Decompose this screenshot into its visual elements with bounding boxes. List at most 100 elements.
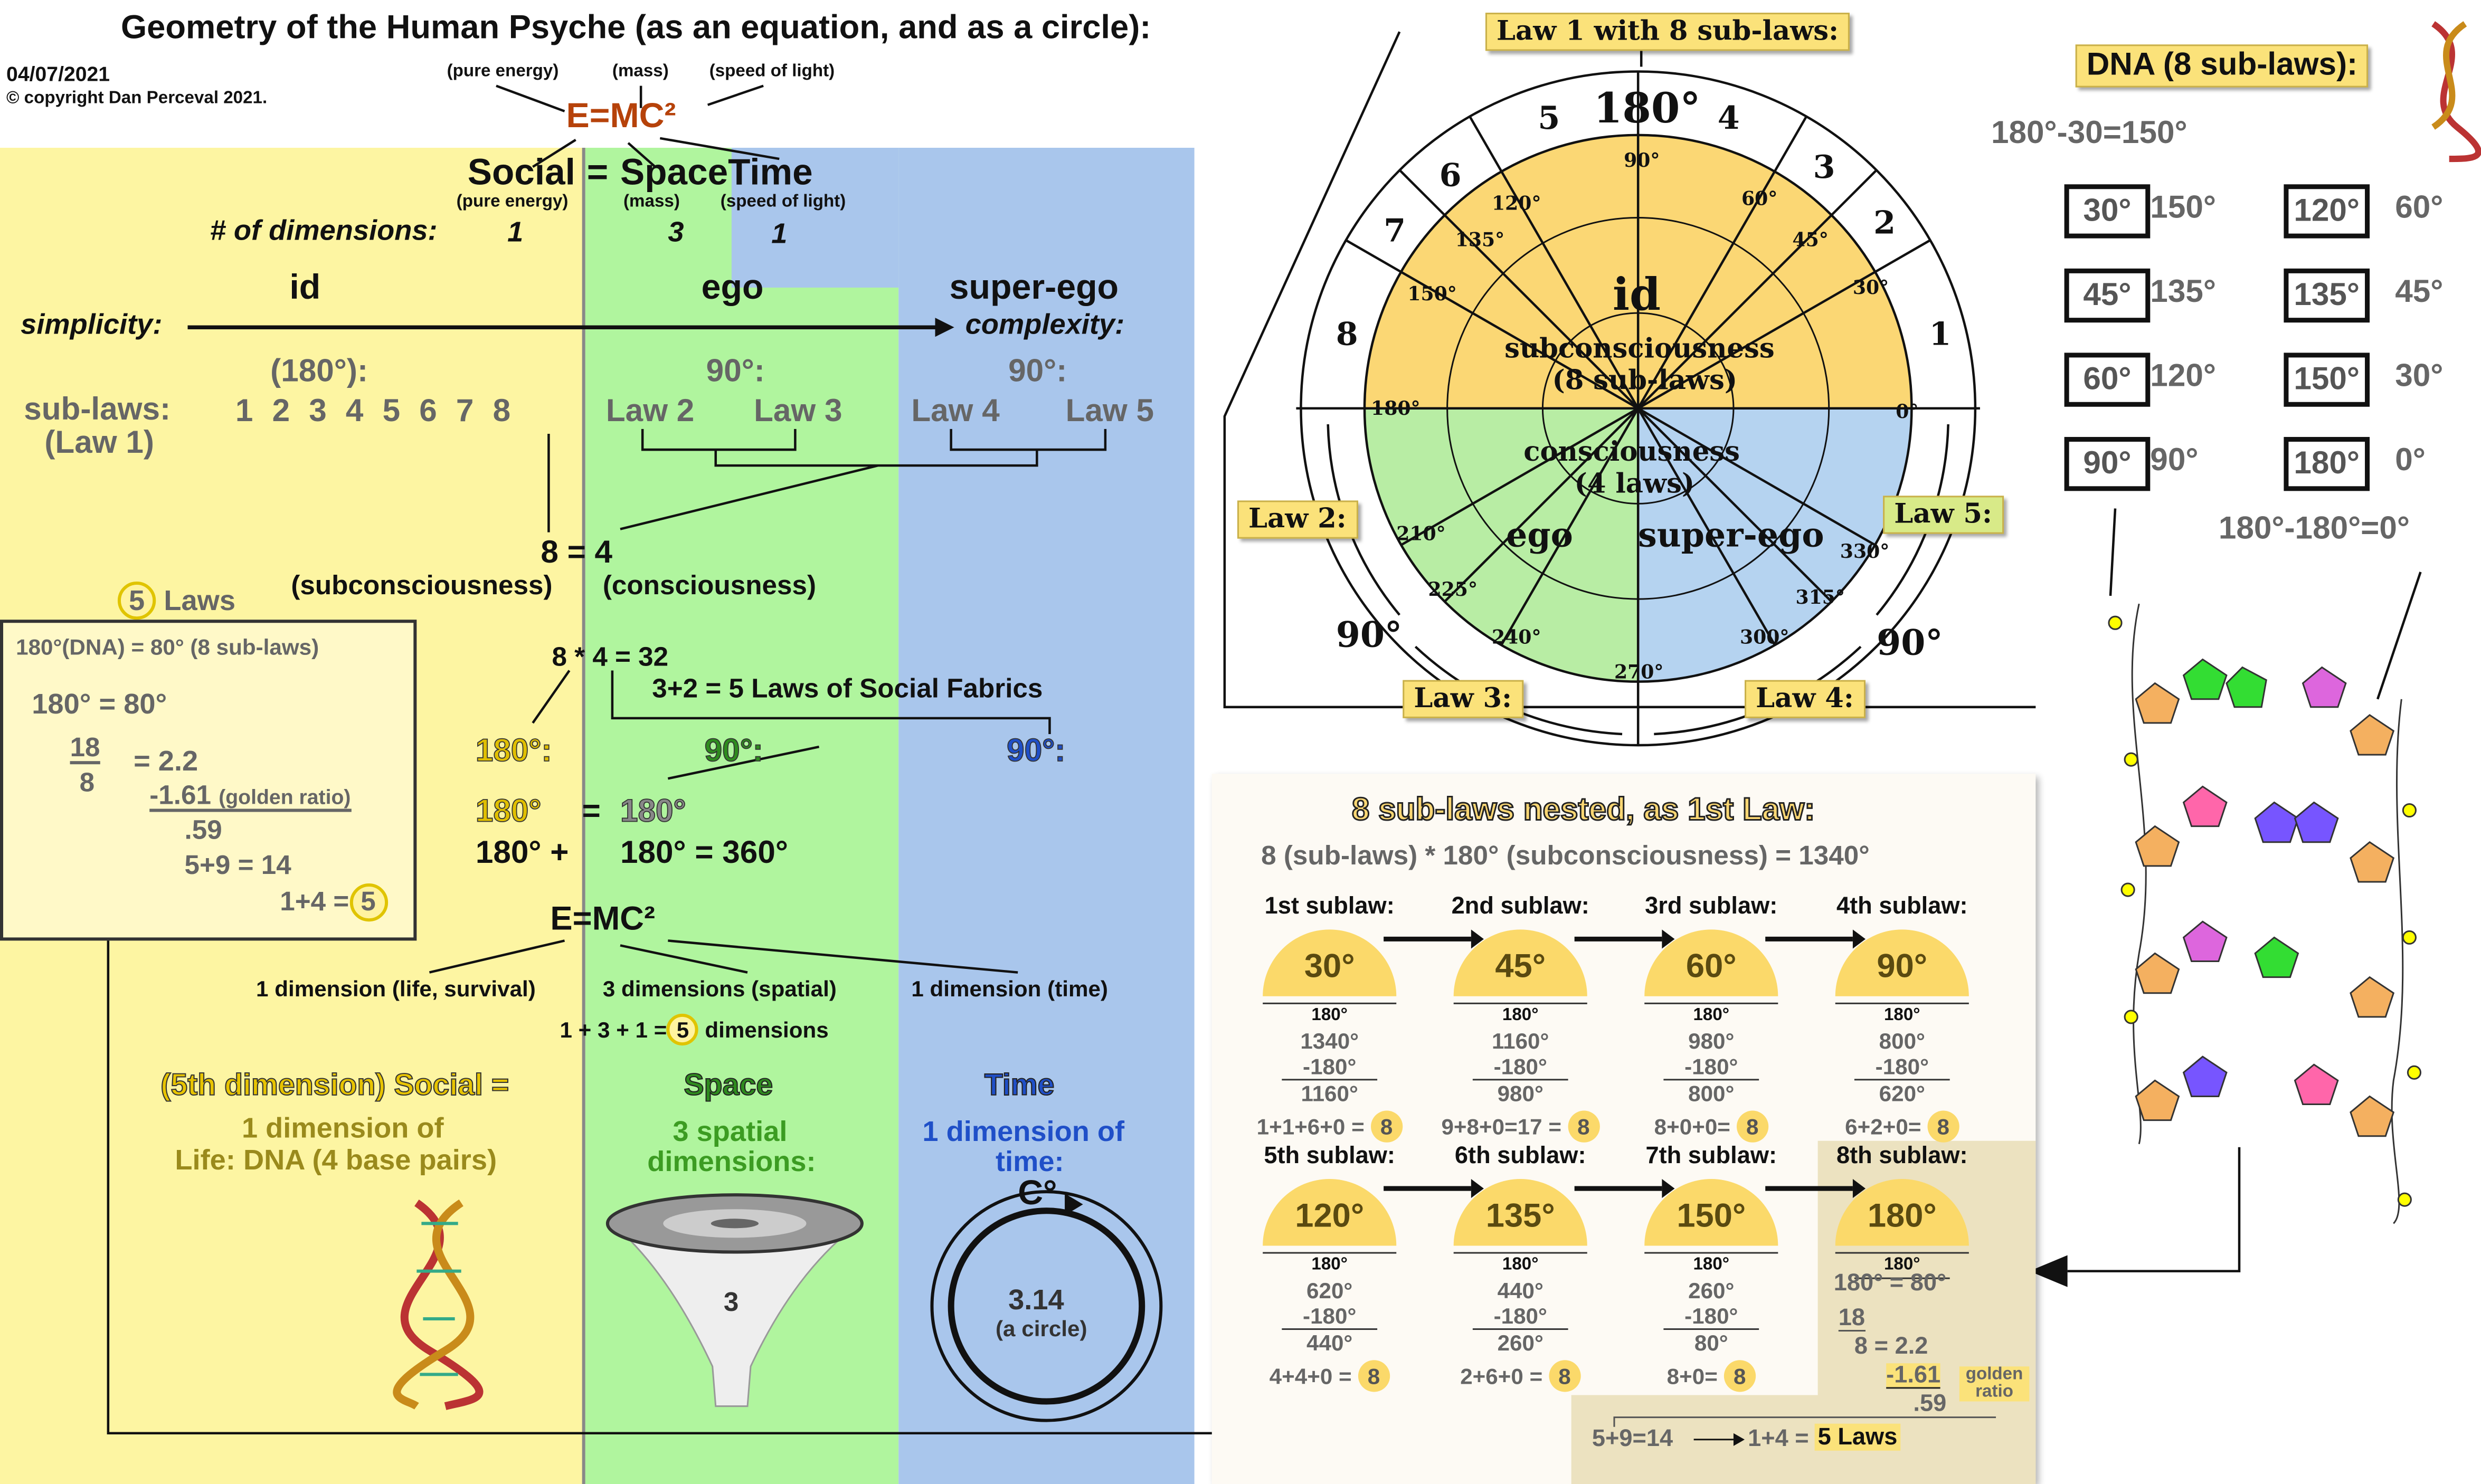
multiplication: 8 * 4 = 32 bbox=[552, 642, 669, 672]
space-desc: 3 spatial bbox=[673, 1115, 788, 1147]
sum-text: 8+0+0= bbox=[1654, 1114, 1730, 1139]
consciousness-label: (consciousness) bbox=[602, 570, 817, 601]
sublaw-a: 620° bbox=[1306, 1277, 1353, 1303]
eighth-diff: .59 bbox=[1913, 1390, 1947, 1418]
sublaw-a: 440° bbox=[1497, 1277, 1543, 1303]
sum-label: dimensions bbox=[705, 1016, 829, 1043]
golden-label: (golden ratio) bbox=[219, 785, 351, 809]
deg-45: 45° bbox=[1792, 229, 1828, 251]
sublaw-label: 5th sublaw: bbox=[1264, 1142, 1395, 1169]
sublaw-b: -180° bbox=[1663, 1303, 1759, 1330]
dimension-value: 1 bbox=[507, 216, 524, 248]
golden-value: -1.61 bbox=[149, 780, 211, 811]
dna-title: DNA (8 sub-laws): bbox=[2075, 44, 2369, 88]
ring-1: 1 bbox=[1929, 315, 1952, 353]
sum-step-1: 5+9 = 14 bbox=[184, 850, 291, 880]
sublaw-number: 1 bbox=[235, 394, 253, 429]
sublaw-number: 3 bbox=[309, 394, 327, 429]
sum-left: 180° + bbox=[475, 835, 569, 871]
dimension-sum: 1 + 3 + 1 =5 dimensions bbox=[560, 1013, 829, 1046]
social-mass-label: (mass) bbox=[623, 192, 680, 212]
dna-bottom-eq: 180°-180°=0° bbox=[2218, 511, 2410, 547]
sublaw-number: 8 bbox=[493, 394, 511, 429]
base-180: 180° bbox=[1835, 1252, 1969, 1274]
laws-sum-panel bbox=[1571, 1395, 2036, 1484]
result-badge: 8 bbox=[1736, 1110, 1768, 1143]
sublaw-c: 800° bbox=[1688, 1080, 1735, 1106]
sublaw-label: 2nd sublaw: bbox=[1451, 893, 1589, 920]
superego-degrees: 90°: bbox=[1008, 354, 1067, 389]
subconsciousness-label: (subconsciousness) bbox=[291, 570, 553, 601]
complexity-label: complexity: bbox=[965, 308, 1125, 340]
time-desc: time: bbox=[996, 1145, 1064, 1178]
law1-label: (Law 1) bbox=[44, 425, 154, 461]
sublaw-b: -180° bbox=[1663, 1053, 1759, 1081]
space-desc: dimensions: bbox=[647, 1145, 816, 1178]
base-180: 180° bbox=[1263, 1252, 1397, 1274]
sum-text: 1 + 3 + 1 = bbox=[560, 1016, 667, 1043]
emc-light-label: (speed of light) bbox=[709, 62, 835, 81]
sublaw-number: 6 bbox=[419, 394, 437, 429]
sublaw-label: 3rd sublaw: bbox=[1645, 893, 1778, 920]
five-circle: 5 bbox=[349, 883, 387, 922]
sublaw-angle: 150° bbox=[1677, 1198, 1746, 1235]
ninety-left: 90° bbox=[1336, 614, 1402, 655]
dna-helix-icon bbox=[393, 1199, 484, 1410]
superego-region bbox=[898, 148, 1195, 1484]
sublaw-a: 980° bbox=[1688, 1028, 1735, 1054]
dna-helix-top-icon bbox=[2431, 21, 2481, 163]
deg-0: 0° bbox=[1896, 400, 1918, 423]
dna-pair-value: 120° bbox=[2150, 359, 2216, 394]
sublaw-a: 1160° bbox=[1492, 1028, 1549, 1054]
difference: .59 bbox=[184, 815, 222, 845]
funnel-icon bbox=[605, 1193, 864, 1407]
dna-box: 120° bbox=[2284, 184, 2370, 239]
dna-pair-value: 150° bbox=[2150, 191, 2216, 226]
sublaw-angle: 120° bbox=[1295, 1198, 1365, 1235]
sublaw-c: 980° bbox=[1497, 1080, 1543, 1106]
dna-box: 135° bbox=[2284, 268, 2370, 323]
base-180: 180° bbox=[1644, 1002, 1778, 1025]
dna-pair-value: 60° bbox=[2395, 191, 2444, 226]
dna-pair-value: 135° bbox=[2150, 274, 2216, 310]
sublaw-b: -180° bbox=[1472, 1303, 1568, 1330]
sublaw-a: 260° bbox=[1688, 1277, 1735, 1303]
sublaw-card: 4th sublaw: 90° 180° 800° -180° 620° 6+2… bbox=[1807, 893, 1998, 1143]
dimension-life: 1 dimension (life, survival) bbox=[256, 975, 536, 1001]
time-desc: 1 dimension of bbox=[922, 1115, 1125, 1147]
deg-240: 240° bbox=[1492, 625, 1541, 648]
id-180-b: 180° bbox=[475, 794, 542, 830]
law-4: Law 4 bbox=[911, 394, 1000, 429]
sublaw-sum: 1+1+6+0 = 8 bbox=[1234, 1110, 1425, 1143]
sublaw-card: 3rd sublaw: 60° 180° 980° -180° 800° 8+0… bbox=[1616, 893, 1807, 1143]
sublaw-sum: 8+0= 8 bbox=[1616, 1360, 1807, 1392]
law3-label: Law 3: bbox=[1403, 680, 1523, 718]
sublaws-label: sub-laws: bbox=[24, 392, 171, 427]
ring-6: 6 bbox=[1440, 156, 1462, 194]
deg-150: 150° bbox=[1407, 282, 1457, 305]
pi-value: 3.14 bbox=[1008, 1283, 1064, 1316]
eighth-den: 8 bbox=[1854, 1333, 1868, 1361]
dna-box: 30° bbox=[2064, 184, 2151, 239]
deg-135: 135° bbox=[1455, 229, 1505, 251]
sublaw-label: 8th sublaw: bbox=[1836, 1142, 1968, 1169]
sublaw-sum: 2+6+0 = 8 bbox=[1425, 1360, 1616, 1392]
base-180: 180° bbox=[1453, 1002, 1587, 1025]
sublaw-c: 620° bbox=[1879, 1080, 1925, 1106]
space-heading: Space bbox=[683, 1069, 773, 1103]
sublaw-c: 1160° bbox=[1301, 1080, 1358, 1106]
id-heading: id bbox=[289, 267, 321, 307]
eight-equals-four: 8 = 4 bbox=[541, 535, 613, 570]
deg-120: 120° bbox=[1492, 192, 1541, 214]
sublaw-angle: 45° bbox=[1495, 948, 1546, 985]
ego-heading: ego bbox=[701, 267, 764, 307]
sublaw-number: 2 bbox=[272, 394, 290, 429]
ego-degrees: 90°: bbox=[706, 354, 765, 389]
copyright: © copyright Dan Perceval 2021. bbox=[6, 89, 268, 108]
law-3: Law 3 bbox=[754, 394, 842, 429]
base-180: 180° bbox=[1453, 1252, 1587, 1274]
circle-id: id bbox=[1613, 268, 1661, 320]
dna-box: 180° bbox=[2284, 436, 2370, 491]
five-circle: 5 bbox=[667, 1013, 699, 1046]
